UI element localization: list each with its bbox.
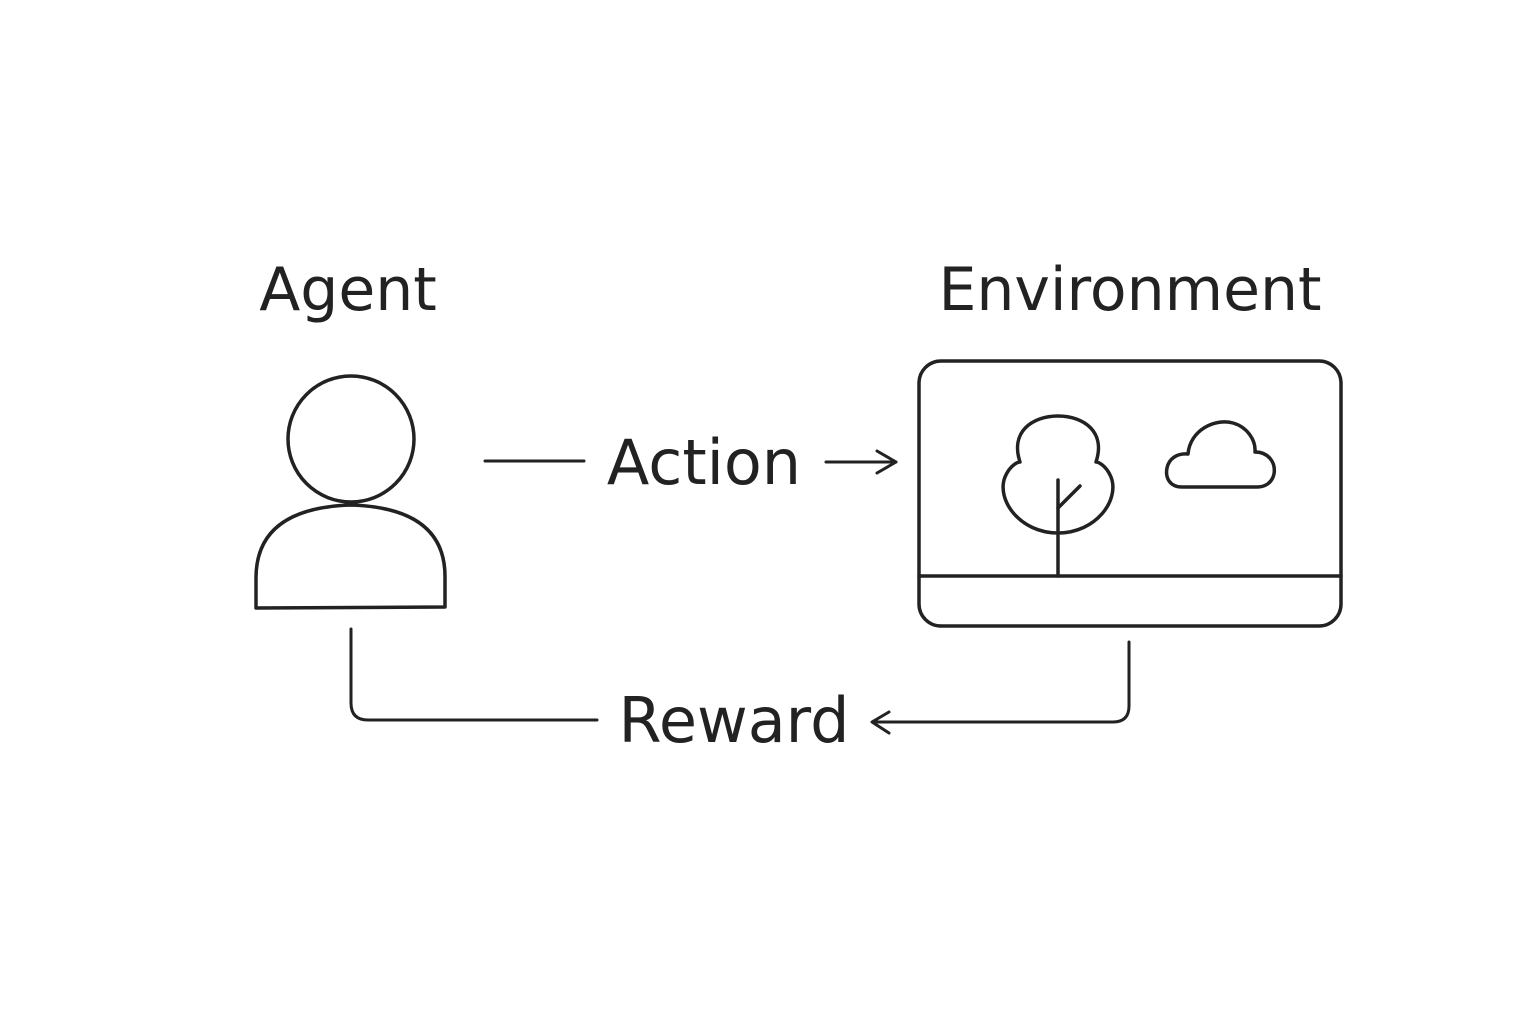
person-icon (254, 374, 447, 610)
reward-line-left (349, 627, 599, 722)
reward-label: Reward (619, 684, 850, 757)
person-body (254, 503, 447, 610)
reward-line-right (871, 640, 1131, 724)
action-label: Action (607, 426, 801, 499)
cloud-icon (1164, 420, 1277, 489)
environment-frame (917, 359, 1343, 628)
tree-branch (1056, 484, 1082, 510)
action-arrow: Action (483, 426, 898, 499)
environment-box (917, 359, 1343, 628)
tree-canopy (1001, 414, 1115, 535)
reward-arrow: Reward (349, 627, 1131, 757)
tree-icon (1001, 414, 1115, 578)
action-arrowhead (875, 449, 898, 475)
reward-arrowhead (870, 710, 891, 735)
person-head (286, 374, 416, 504)
environment-label: Environment (938, 255, 1321, 325)
agent-label: Agent (259, 255, 437, 325)
